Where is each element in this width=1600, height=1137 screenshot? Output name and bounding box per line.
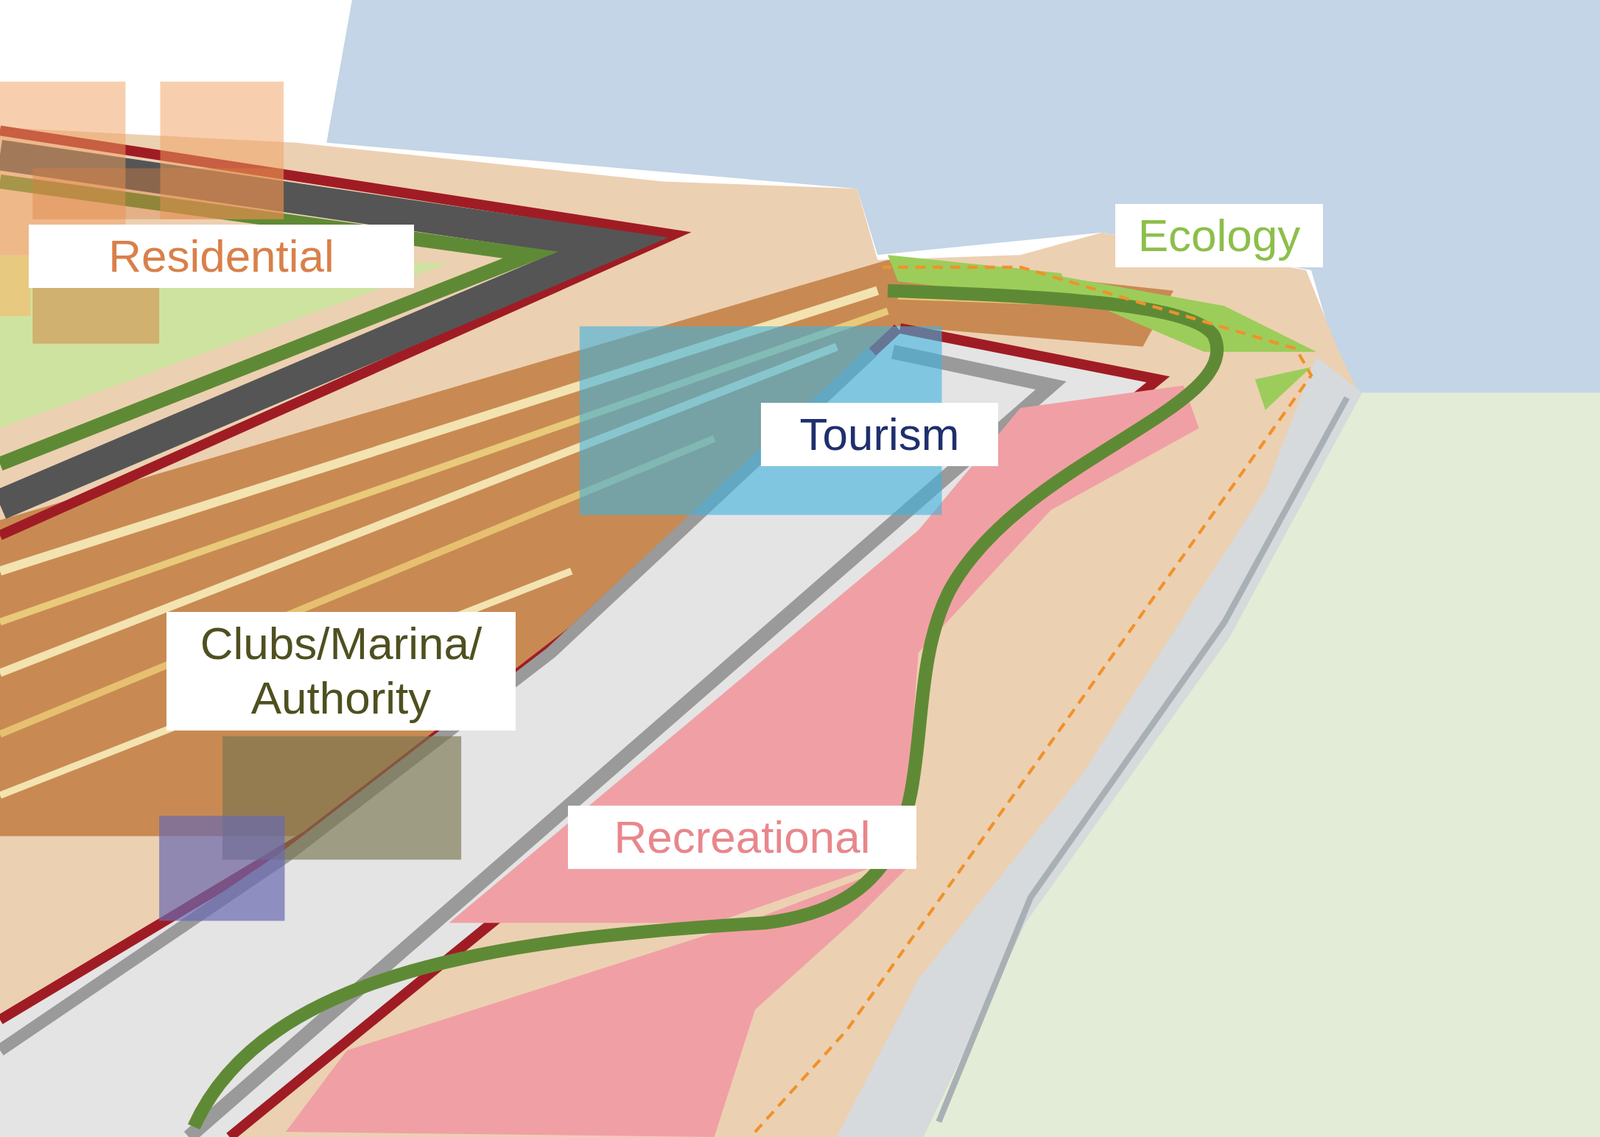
zone-label: Recreational: [567, 805, 917, 870]
zone-name: Clubs/Marina/ Authority: [200, 618, 482, 724]
zone-name: Residential: [108, 230, 335, 282]
zone-label: Clubs/Marina/ Authority: [166, 612, 516, 731]
zone-name: Ecology: [1138, 209, 1301, 261]
zone-label: Tourism: [760, 402, 999, 467]
zone-name: Tourism: [799, 408, 960, 460]
zone-label: Residential: [28, 224, 414, 289]
zone-label: Ecology: [1115, 204, 1324, 268]
zone-name: Recreational: [613, 811, 870, 863]
